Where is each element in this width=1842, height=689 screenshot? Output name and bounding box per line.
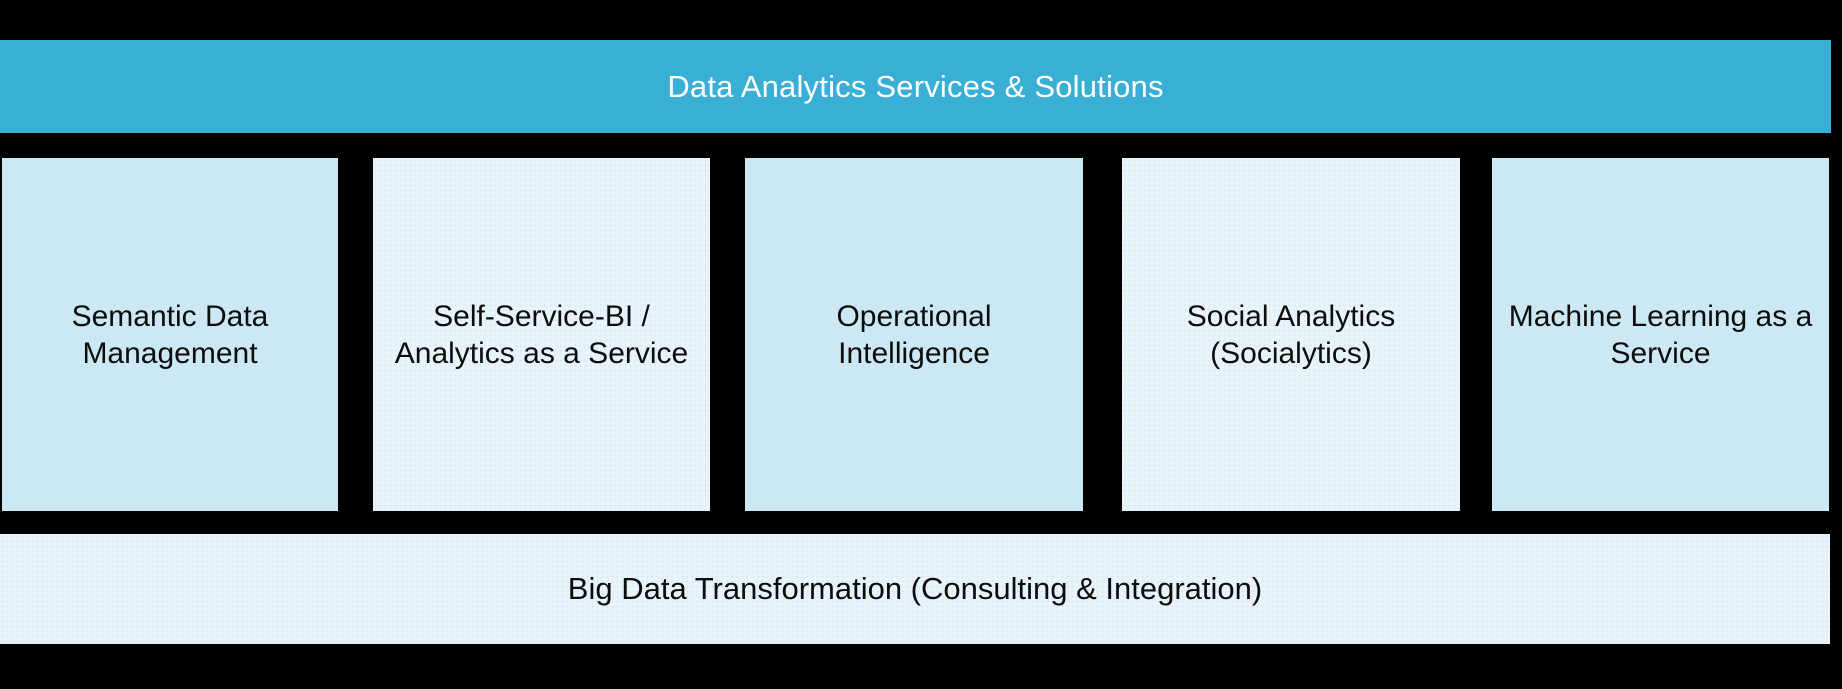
- service-box-label-line: Analytics as a Service: [394, 336, 689, 370]
- diagram-title: Data Analytics Services & Solutions: [667, 68, 1164, 104]
- service-box-label-line: Intelligence: [838, 336, 990, 370]
- service-box-label-line: Semantic Data: [71, 299, 269, 333]
- service-box-semantic-data-management: Semantic Data Management: [2, 158, 338, 511]
- service-box-label-line: Management: [82, 336, 258, 370]
- service-box-machine-learning: Machine Learning as a Service: [1492, 158, 1829, 511]
- service-box-operational-intelligence: Operational Intelligence: [745, 158, 1083, 511]
- service-box-label-line: Social Analytics: [1186, 299, 1396, 333]
- service-box-self-service-bi: Self-Service-BI / Analytics as a Service: [373, 158, 710, 511]
- title-bar: Data Analytics Services & Solutions: [0, 40, 1831, 133]
- service-box-social-analytics: Social Analytics (Socialytics): [1122, 158, 1460, 511]
- service-box-label-line: Service: [1610, 336, 1711, 370]
- service-box-label-line: Operational: [836, 299, 992, 333]
- service-box-label-line: Machine Learning as a: [1508, 299, 1813, 333]
- foundation-label: Big Data Transformation (Consulting & In…: [567, 571, 1263, 606]
- service-box-label-line: Self-Service-BI /: [433, 299, 650, 333]
- foundation-bar: Big Data Transformation (Consulting & In…: [0, 534, 1830, 644]
- service-box-label-line: (Socialytics): [1210, 336, 1372, 370]
